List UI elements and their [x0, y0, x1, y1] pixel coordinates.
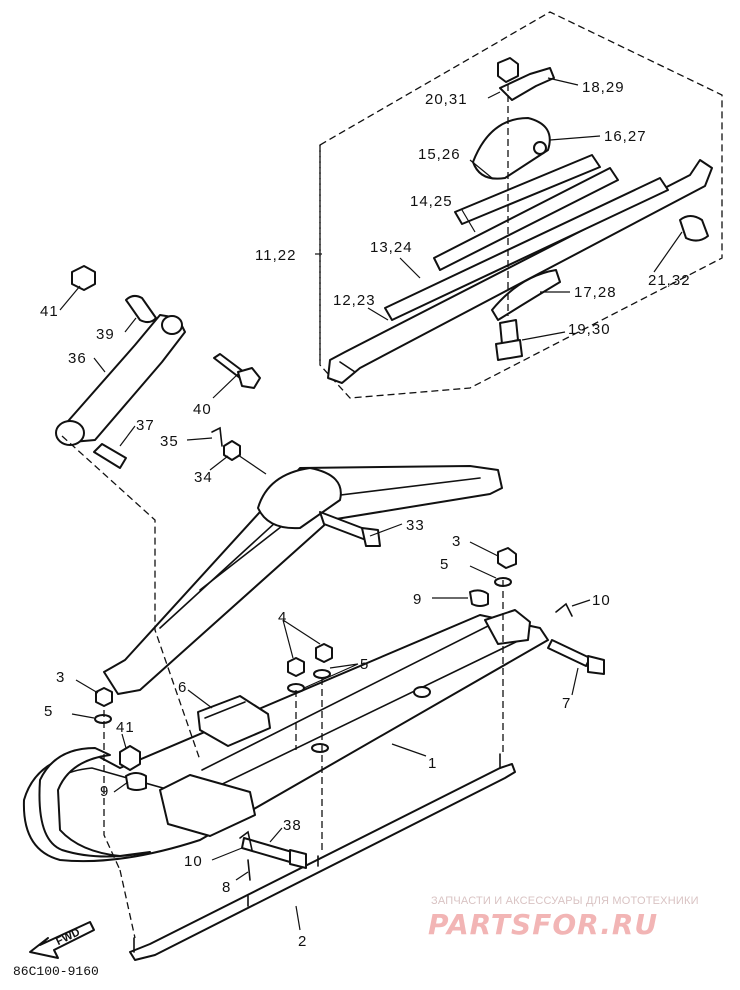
washer-5-left: [94, 714, 112, 724]
nut-41-upper: [71, 265, 96, 291]
label-33: 33: [406, 517, 425, 534]
label-9-right: 9: [413, 591, 422, 608]
collar-39: [125, 294, 157, 324]
label-10-left: 10: [184, 853, 203, 870]
label-3-right: 3: [452, 533, 461, 550]
callout-leaders: [59, 77, 683, 931]
label-4: 4: [278, 609, 287, 626]
wear-bar-2: [129, 763, 516, 961]
cap-nut-9-left: [125, 772, 147, 791]
label-14-25: 14,25: [410, 193, 453, 210]
label-1: 1: [428, 755, 437, 772]
label-5-left: 5: [44, 703, 53, 720]
spring-clamp-17-28: [491, 269, 561, 321]
label-13-24: 13,24: [370, 239, 413, 256]
label-41-lower: 41: [116, 719, 135, 736]
label-2: 2: [298, 933, 307, 950]
collar-21-32: [679, 215, 709, 242]
label-18-29: 18,29: [582, 79, 625, 96]
label-7: 7: [562, 695, 571, 712]
ski-body: [22, 609, 549, 863]
spring-leaf-13-24: [384, 177, 669, 321]
nut-20-31: [497, 57, 519, 83]
nut-3-right: [497, 547, 517, 569]
spring-seat-16-27: [472, 117, 551, 180]
assembled-leaf-spring: [103, 465, 503, 695]
label-17-28: 17,28: [574, 284, 617, 301]
label-3-left: 3: [56, 669, 65, 686]
label-12-23: 12,23: [333, 292, 376, 309]
collar-37: [93, 443, 127, 469]
label-9-left: 9: [100, 783, 109, 800]
cap-nut-9-right: [469, 589, 489, 607]
spring-leaf-15-26: [454, 154, 601, 225]
label-40: 40: [193, 401, 212, 418]
part-labels: 20,31 18,29 16,27 15,26 14,25 11,22 13,2…: [40, 79, 691, 950]
label-38: 38: [283, 817, 302, 834]
shock-absorber-group: [55, 265, 186, 469]
label-16-27: 16,27: [604, 128, 647, 145]
spring-leaf-12-23: [327, 159, 713, 384]
spring-leaf-14-25: [433, 167, 619, 271]
detail-boundary: [319, 11, 723, 399]
label-39: 39: [96, 326, 115, 343]
label-15-26: 15,26: [418, 146, 461, 163]
cotter-pin-35: [211, 426, 223, 447]
label-20-31: 20,31: [425, 91, 468, 108]
label-35: 35: [160, 433, 179, 450]
label-36: 36: [68, 350, 87, 367]
shock-absorber-36: [61, 314, 186, 443]
fwd-arrow: [29, 921, 95, 959]
leaf-spring-assembly: [327, 57, 713, 384]
label-5-right: 5: [440, 556, 449, 573]
label-21-32: 21,32: [648, 272, 691, 289]
label-6: 6: [178, 679, 187, 696]
diagram-code: 86C100-9160: [13, 964, 99, 979]
nut-4b: [315, 643, 333, 663]
label-8: 8: [222, 879, 231, 896]
label-11-22: 11,22: [255, 247, 296, 264]
label-41-upper: 41: [40, 303, 59, 320]
plate-18-29: [499, 67, 555, 101]
pin-8: [247, 859, 251, 881]
saddle-6: [197, 695, 271, 747]
fwd-label: FWD: [54, 926, 82, 948]
label-10-right: 10: [592, 592, 611, 609]
nut-34: [223, 440, 241, 461]
watermark-brand-logo: PARTSFOR.RU: [428, 908, 659, 941]
label-5-center: 5: [360, 656, 369, 673]
watermark-tagline: ЗАПЧАСТИ И АКСЕССУАРЫ ДЛЯ МОТОТЕХНИКИ: [431, 895, 699, 907]
cotter-pin-10-right: [555, 602, 573, 617]
label-19-30: 19,30: [568, 321, 611, 338]
cotter-pin-10-left: [239, 830, 253, 851]
nut-41-lower: [119, 745, 141, 771]
bolt-7: [547, 639, 591, 667]
nut-4a: [287, 657, 305, 677]
label-37: 37: [136, 417, 155, 434]
nut-3-left: [95, 687, 113, 707]
label-34: 34: [194, 469, 213, 486]
